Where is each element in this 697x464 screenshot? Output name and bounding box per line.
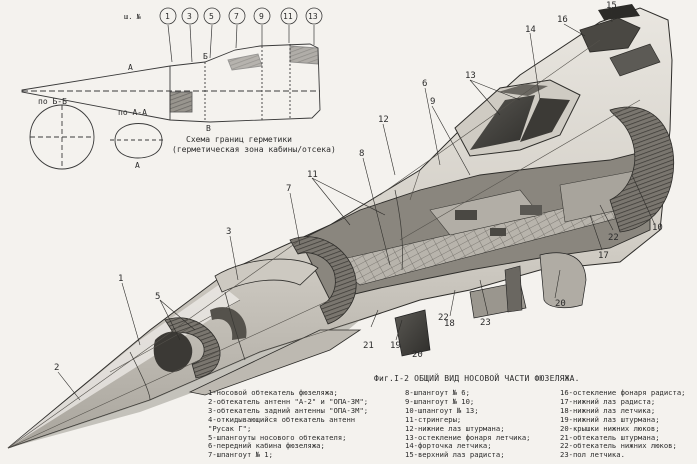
scheme-label-v: В	[206, 124, 211, 133]
scheme-title-line1: Схема границ герметики	[186, 135, 292, 144]
legend-item: 13-остекление фонаря летчика;	[405, 432, 531, 442]
callout-21: 21	[363, 341, 374, 351]
callout-8: 8	[359, 149, 364, 159]
scheme-label-a: А	[128, 63, 133, 72]
callout-18: 18	[444, 319, 455, 329]
sheet-prefix: ш. №	[124, 13, 142, 21]
fuselage-nose-section: 1 2 3 5 6 7 8 9 10 11 12 13 14 15 16 17 …	[7, 1, 675, 449]
legend-item: 15-верхний лаз радиста;	[405, 450, 505, 460]
lower-hatch-covers-right	[539, 252, 587, 309]
callout-14: 14	[525, 25, 536, 35]
callout-15: 15	[606, 1, 617, 11]
legend-item: 12-нижние лаз штурмана;	[405, 423, 505, 433]
legend-item: 7-шпангоут № 1;	[208, 450, 273, 460]
callout-23: 23	[480, 318, 491, 328]
legend-item: 16-остекление фонаря радиста;	[560, 388, 686, 397]
legend-item: 1-носовой обтекатель фюзеляжа;	[208, 388, 338, 397]
legend-item: 20-крышки нижних люков;	[560, 423, 660, 433]
frame-leaders	[167, 24, 315, 63]
callout-13: 13	[465, 71, 476, 81]
scheme-canopy-hatch	[227, 53, 263, 71]
frame-number-3: 3	[187, 12, 192, 21]
frame-number-9: 9	[259, 12, 264, 21]
section-left-label: по Б-Б	[38, 97, 67, 106]
section-right-shape	[114, 123, 163, 159]
legend-item: 14-форточка летчика;	[405, 441, 492, 451]
callout-17: 17	[598, 251, 609, 261]
legend-item: 4-откидывающийся обтекатель антенн	[208, 414, 356, 424]
callout-22-left: 22	[438, 313, 449, 323]
scheme-label-b: Б	[203, 52, 208, 61]
callout-16: 16	[557, 15, 568, 25]
legend-item: 5-шпангоуты носового обтекателя;	[208, 432, 347, 442]
callout-11: 11	[307, 170, 318, 180]
scheme-sealed-zone	[169, 91, 193, 113]
frame-ring-middle	[289, 236, 357, 325]
frame-ring-rear	[609, 106, 675, 233]
legend-item: "Русак Г";	[208, 423, 252, 433]
legend-item: 19-нижний лаз штурмана;	[560, 414, 660, 424]
frame-circles	[159, 7, 323, 25]
legend-column-1: 1-носовой обтекатель фюзеляжа; 2-обтекат…	[208, 388, 369, 460]
legend-item: 23-пол летчика.	[560, 450, 625, 460]
lower-fairing	[188, 329, 362, 396]
callout-19: 19	[390, 341, 401, 351]
legend-item: 2-обтекатель антенн "А-2" и "ОПА-3М";	[208, 396, 369, 406]
callout-5: 5	[155, 292, 160, 302]
legend-item: 17-нижний лаз радиста;	[560, 396, 656, 406]
frame-number-1: 1	[165, 12, 170, 21]
callout-7: 7	[286, 184, 291, 194]
figure-caption: Фиг.I-2 ОБЩИЙ ВИД НОСОВОЙ ЧАСТИ ФЮЗЕЛЯЖА…	[374, 374, 580, 383]
scheme-text: ш. № 1 3 5 7 9 11 13 А Б В по Б-Б по А-А…	[38, 12, 336, 170]
antenna-fairing	[214, 258, 319, 293]
frame-number-7: 7	[234, 12, 239, 21]
legend-item: 11-стрингеры;	[405, 414, 462, 424]
callout-leaders	[57, 9, 656, 401]
callout-9: 9	[430, 97, 435, 107]
seal-boundary-scheme	[21, 7, 323, 170]
section-right-label: по А-А	[118, 108, 147, 117]
lower-hatch-covers-left	[394, 309, 431, 357]
frame-number-11: 11	[283, 12, 293, 21]
callout-6: 6	[422, 79, 427, 89]
legend-item: 3-обтекатель задний антенны "ОПА-3М";	[208, 405, 369, 415]
legend-item: 8-шпангоут № 6;	[405, 388, 470, 397]
legend-item: 18-нижний лаз летчика;	[560, 405, 656, 415]
callout-12: 12	[378, 115, 389, 125]
callout-22-right: 22	[608, 233, 619, 243]
legend-column-3: 16-остекление фонаря радиста; 17-нижний …	[560, 388, 686, 460]
legend-item: 22-обтекатель нижних люков;	[560, 441, 677, 451]
legend-item: 10-шпангоут № 13;	[405, 405, 479, 415]
frame-number-5: 5	[209, 12, 214, 21]
frame-number-13: 13	[308, 12, 318, 21]
legend-item: 9-шпангоут № 10;	[405, 396, 475, 406]
legend-item: 21-обтекатель штурмана;	[560, 432, 660, 442]
scheme-title-line2: (герметическая зона кабины/отсека)	[172, 144, 336, 154]
callout-10: 10	[652, 223, 663, 233]
section-bottom-label: А	[135, 161, 140, 170]
callout-3: 3	[226, 227, 231, 237]
callout-20-right: 20	[555, 299, 566, 309]
legend-column-2: 8-шпангоут № 6; 9-шпангоут № 10; 10-шпан…	[405, 388, 531, 460]
callout-1: 1	[118, 274, 123, 284]
legend-item: 6-передний кабина фюзеляжа;	[208, 441, 325, 451]
callout-20-left: 20	[412, 350, 423, 360]
callout-labels: 1 2 3 5 6 7 8 9 10 11 12 13 14 15 16 17 …	[54, 1, 663, 373]
callout-2: 2	[54, 363, 59, 373]
